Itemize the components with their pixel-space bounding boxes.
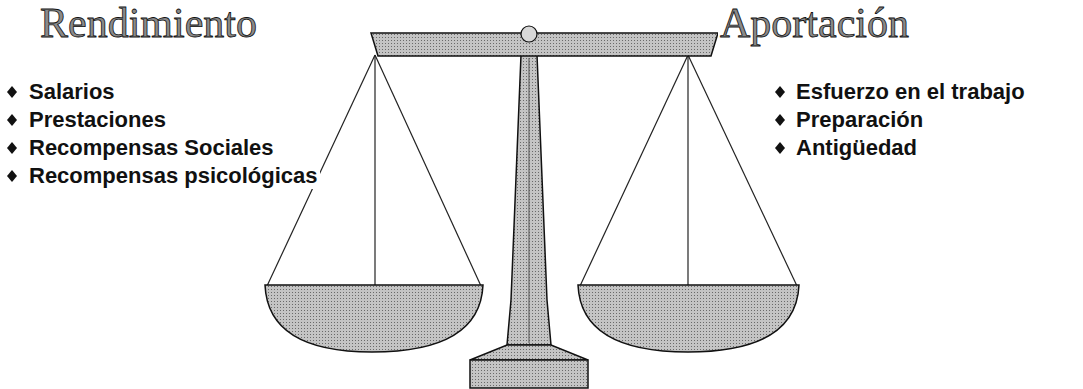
list-item: Esfuerzo en el trabajo: [794, 79, 1027, 105]
left-pan: [265, 285, 483, 352]
heading: Rendimiento: [38, 0, 259, 46]
list-item: Recompensas psicológicas: [27, 163, 320, 189]
heading: Aportación: [718, 0, 911, 46]
list-item: Antigüedad: [794, 135, 919, 161]
base-flare: [470, 345, 588, 360]
right-pan: [578, 285, 799, 352]
pivot-knob: [521, 26, 537, 42]
base: [470, 360, 588, 388]
list-item: Recompensas Sociales: [27, 135, 276, 161]
list-item: Preparación: [794, 107, 925, 133]
beam: [371, 33, 718, 56]
pillar: [507, 55, 551, 345]
list-item: Salarios: [27, 79, 117, 105]
pillar-ridge: [529, 58, 530, 343]
list-item: Prestaciones: [27, 107, 168, 133]
